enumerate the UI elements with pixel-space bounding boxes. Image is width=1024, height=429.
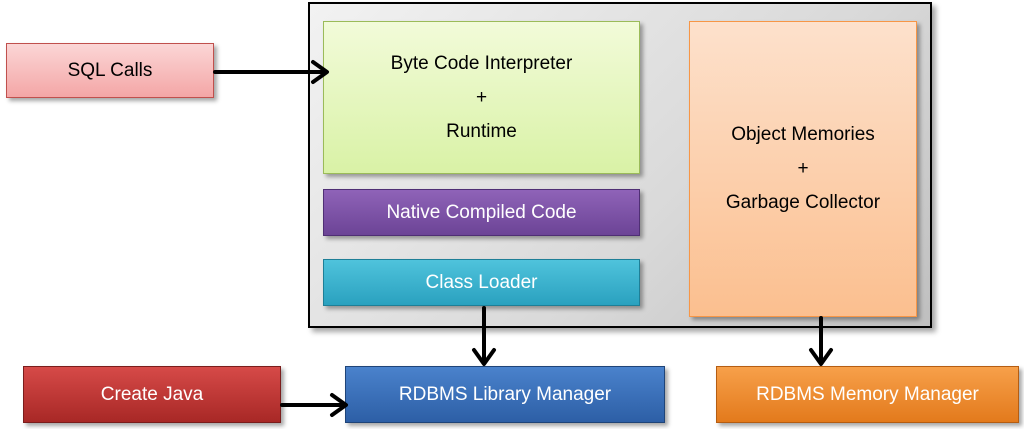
rdbms-library-manager-label: RDBMS Library Manager: [398, 383, 612, 405]
create-java-box: Create Java: [23, 366, 281, 423]
bytecode-plus-label: +: [475, 86, 488, 108]
garbage-collector-label: Garbage Collector: [725, 192, 881, 213]
rdbms-memory-manager-label: RDBMS Memory Manager: [756, 383, 979, 405]
sql-calls-label: SQL Calls: [67, 59, 153, 81]
rdbms-library-manager-box: RDBMS Library Manager: [345, 366, 665, 423]
class-loader-box: Class Loader: [323, 259, 640, 306]
class-loader-label: Class Loader: [425, 271, 538, 293]
rdbms-memory-manager-box: RDBMS Memory Manager: [716, 366, 1019, 423]
object-memories-label: Object Memories: [731, 124, 875, 145]
sql-calls-box: SQL Calls: [6, 43, 214, 98]
bytecode-interpreter-label: Byte Code Interpreter: [390, 52, 573, 74]
create-java-label: Create Java: [100, 383, 204, 405]
bytecode-interpreter-box: Byte Code Interpreter + Runtime: [323, 21, 640, 174]
arrow-createjava-to-library: [280, 393, 348, 417]
native-compiled-code-label: Native Compiled Code: [386, 201, 577, 223]
runtime-label: Runtime: [446, 120, 517, 142]
native-compiled-code-box: Native Compiled Code: [323, 189, 640, 236]
object-memories-plus-label: +: [797, 158, 809, 179]
object-memories-box: Object Memories + Garbage Collector: [689, 21, 917, 317]
